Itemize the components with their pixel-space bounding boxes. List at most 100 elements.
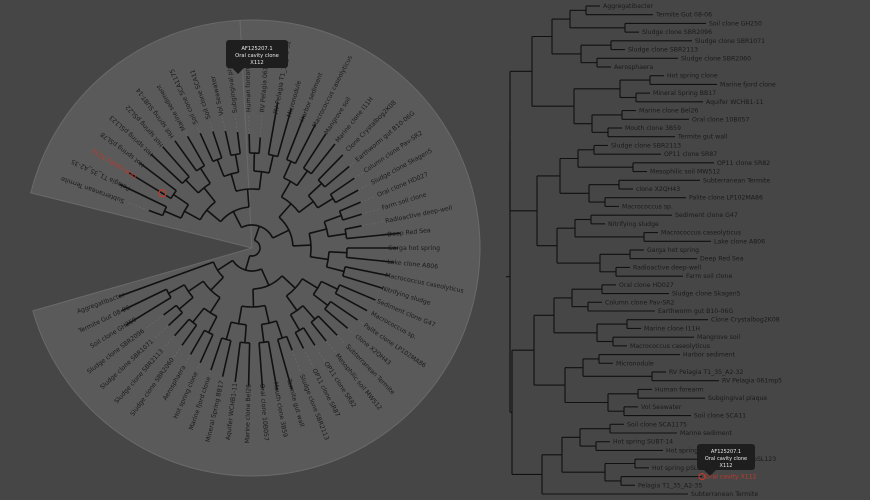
- rect-leaf-label: Human forearm: [655, 386, 704, 393]
- rect-highlight-marker: [698, 473, 706, 481]
- radial-guide: [349, 161, 355, 167]
- rect-leaf-label: Deep Red Sea: [700, 256, 744, 263]
- radial-branch: [210, 337, 223, 371]
- radial-tooltip-line: X112: [250, 60, 263, 66]
- rect-leaf-label: Mangrove soil: [697, 334, 740, 341]
- rect-leaf-label: Marine clone Bel26: [639, 108, 698, 115]
- radial-branch: [167, 312, 183, 327]
- radial-leaf-label: Garga hot spring: [388, 245, 440, 252]
- rect-leaf-label: Macrococcus caseolyticus: [630, 343, 710, 350]
- radial-branch: [344, 225, 362, 230]
- rect-leaf-label: Clone Crystalbog2K08: [711, 317, 780, 324]
- rect-leaf-label: Subterranean Termite: [703, 177, 770, 184]
- rect-leaf-label: Macrococcus sp.: [622, 203, 673, 210]
- radial-guide: [314, 345, 325, 361]
- radial-branch: [272, 229, 290, 239]
- radial-branch: [164, 210, 182, 219]
- radial-branch: [267, 102, 279, 155]
- radial-branch: [310, 321, 327, 342]
- radial-leaf-label: Marine clone Bel26: [244, 384, 252, 444]
- radial-guide: [336, 335, 346, 345]
- radial-branch: [212, 131, 223, 159]
- radial-branch: [302, 327, 316, 346]
- radial-branch: [121, 288, 167, 312]
- radial-branch: [187, 280, 204, 293]
- radial-branch: [312, 293, 329, 306]
- radial-branch: [178, 296, 194, 310]
- radial-branch: [335, 292, 368, 312]
- radial-branch: [324, 214, 342, 223]
- radial-branch: [236, 131, 241, 154]
- radial-branch: [186, 135, 206, 167]
- radial-branch: [253, 225, 261, 241]
- rect-leaf-label: Marine fjord clone: [720, 81, 776, 88]
- radial-branch: [189, 329, 206, 355]
- radial-branch: [244, 324, 248, 343]
- radial-branch: [209, 297, 221, 314]
- radial-branch: [310, 143, 336, 175]
- radial-branch: [237, 305, 243, 324]
- rect-tooltip-pointer: [704, 470, 716, 476]
- radial-branch: [285, 336, 293, 351]
- radial-branch: [224, 130, 232, 156]
- radial-branch: [207, 316, 218, 333]
- radial-branch: [258, 342, 264, 389]
- radial-guide: [196, 125, 201, 134]
- radial-branch: [339, 284, 376, 301]
- rect-leaf-label: Soil clone GH250: [709, 20, 762, 27]
- radial-branch: [128, 172, 172, 200]
- radial-branch: [230, 173, 237, 192]
- rect-leaf-label: Nitrifying sludge: [608, 221, 659, 228]
- radial-branch: [328, 233, 347, 238]
- radial-guide: [360, 195, 376, 203]
- radial-branches: [118, 102, 401, 390]
- rect-leaf-label: Aquifer WCHB1-11: [706, 99, 764, 106]
- radial-branch: [244, 255, 251, 271]
- rect-leaf-label: RV Pelagia 061mp5: [722, 378, 782, 385]
- radial-guide: [184, 131, 188, 137]
- radial-sector-main: [32, 19, 481, 477]
- rect-leaf-label: Oral clone 10B057: [692, 116, 749, 123]
- radial-branch: [150, 153, 183, 184]
- radial-guide: [325, 340, 336, 353]
- radial-branch: [301, 278, 319, 289]
- radial-guide: [357, 319, 363, 324]
- rect-leaf-label: Soil clone SCA11: [694, 413, 746, 420]
- radial-branch: [294, 123, 317, 164]
- radial-branch: [173, 318, 190, 337]
- radial-branch: [260, 324, 265, 343]
- radial-branch: [267, 341, 278, 390]
- radial-leaf-label: Oral clone 10B057: [258, 383, 269, 441]
- rect-leaf-label: Oral clone HD027: [619, 282, 674, 289]
- radial-guide: [153, 325, 169, 340]
- radial-branch: [346, 256, 395, 264]
- rect-leaf-label: Vol Seawater: [641, 404, 682, 411]
- radial-branch: [234, 342, 241, 383]
- radial-branch: [276, 339, 293, 390]
- radial-branch: [217, 259, 234, 271]
- radial-branch: [278, 203, 292, 218]
- radial-branch: [339, 201, 362, 212]
- radial-branch: [302, 305, 316, 320]
- radial-branch: [247, 342, 251, 386]
- radial-leaf-label: Human forearm: [244, 63, 252, 112]
- radial-highlight-marker: [158, 189, 167, 198]
- rect-leaf-label: Hot spring SUBT-14: [613, 439, 673, 446]
- radial-branch: [162, 146, 190, 178]
- radial-tooltip-line: Oral cavity clone: [235, 53, 279, 59]
- rect-leaf-label: Soil clone SCA1175: [627, 421, 687, 428]
- rect-leaf-label: Sludge clone SBR2096: [642, 29, 712, 36]
- radial-branch: [344, 266, 390, 277]
- radial-branch: [296, 170, 309, 186]
- radial-branch: [298, 200, 314, 214]
- radial-branch: [125, 296, 172, 326]
- rect-leaf-label: Hot spring pSL78: [652, 465, 705, 472]
- rect-leaf-label: OP11 clone SR82: [717, 160, 770, 167]
- radial-branch: [326, 266, 345, 273]
- radial-branch: [268, 155, 274, 174]
- radial-branch: [216, 159, 225, 177]
- rect-leaf-label: Oral cavity X112: [705, 474, 757, 481]
- radial-leaf-label: RV Pelagia 061mp5: [259, 52, 270, 113]
